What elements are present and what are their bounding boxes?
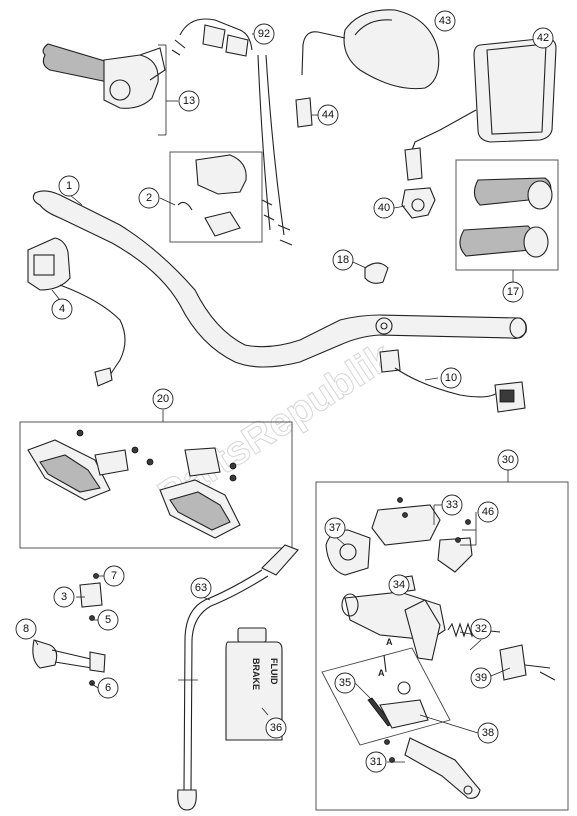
svg-text:17: 17 bbox=[507, 286, 519, 298]
callout-30: 30 bbox=[497, 449, 519, 471]
svg-text:3: 3 bbox=[61, 591, 67, 603]
throttle-grip-assembly bbox=[42, 43, 178, 136]
svg-text:6: 6 bbox=[105, 682, 111, 694]
callout-8: 8 bbox=[15, 618, 37, 640]
svg-text:20: 20 bbox=[157, 393, 169, 405]
callout-63: 63 bbox=[190, 577, 212, 599]
callout-35: 35 bbox=[334, 672, 356, 694]
svg-text:13: 13 bbox=[183, 95, 195, 107]
leader-lines bbox=[34, 504, 511, 763]
svg-text:8: 8 bbox=[23, 623, 29, 635]
adjuster-parts bbox=[79, 573, 103, 621]
callout-17: 17 bbox=[502, 281, 524, 303]
bottle-label-line1: BRAKE bbox=[251, 658, 261, 690]
svg-text:5: 5 bbox=[105, 614, 111, 626]
svg-text:30: 30 bbox=[502, 454, 514, 466]
detail-marker-a2: A bbox=[378, 668, 385, 678]
callout-3: 3 bbox=[53, 586, 75, 608]
svg-text:43: 43 bbox=[439, 15, 451, 27]
svg-text:35: 35 bbox=[339, 677, 351, 689]
svg-text:2: 2 bbox=[146, 192, 152, 204]
callout-20: 20 bbox=[152, 388, 174, 410]
svg-text:18: 18 bbox=[337, 254, 349, 266]
callout-18: 18 bbox=[332, 249, 354, 271]
svg-text:46: 46 bbox=[482, 506, 494, 518]
callout-43: 43 bbox=[434, 10, 456, 32]
callout-31: 31 bbox=[365, 751, 387, 773]
svg-text:63: 63 bbox=[195, 582, 207, 594]
callout-36: 36 bbox=[265, 717, 287, 739]
svg-text:32: 32 bbox=[475, 623, 487, 635]
svg-text:44: 44 bbox=[322, 109, 334, 121]
callout-10: 10 bbox=[440, 367, 462, 389]
callout-4: 4 bbox=[51, 298, 73, 320]
detail-marker-a: A bbox=[386, 637, 393, 647]
callout-33: 33 bbox=[441, 494, 463, 516]
callout-5: 5 bbox=[97, 609, 119, 631]
svg-text:33: 33 bbox=[446, 499, 458, 511]
mirror-left bbox=[295, 9, 440, 128]
cable-guide-part bbox=[159, 151, 263, 243]
svg-text:38: 38 bbox=[482, 727, 494, 739]
callout-40: 40 bbox=[373, 197, 395, 219]
svg-text:7: 7 bbox=[111, 570, 117, 582]
left-switch bbox=[27, 237, 126, 387]
clip bbox=[352, 261, 389, 284]
callout-34: 34 bbox=[388, 574, 410, 596]
svg-text:92: 92 bbox=[258, 28, 270, 40]
callout-32: 32 bbox=[470, 618, 492, 640]
brake-fluid-bottle: BRAKE FLUID bbox=[225, 627, 283, 741]
throttle-cables bbox=[171, 18, 293, 246]
svg-text:42: 42 bbox=[537, 32, 549, 44]
svg-text:36: 36 bbox=[270, 722, 282, 734]
callout-1: 1 bbox=[58, 175, 80, 197]
mirror-right bbox=[404, 37, 557, 181]
callout-37: 37 bbox=[324, 517, 346, 539]
callout-13: 13 bbox=[178, 90, 200, 112]
svg-text:10: 10 bbox=[445, 372, 457, 384]
hose-fitting bbox=[32, 639, 106, 686]
svg-text:37: 37 bbox=[329, 522, 341, 534]
mirror-clamp bbox=[393, 187, 436, 219]
hand-grips bbox=[455, 159, 559, 282]
handlebar bbox=[32, 190, 527, 368]
callout-42: 42 bbox=[532, 27, 554, 49]
callout-39: 39 bbox=[470, 667, 492, 689]
callout-7: 7 bbox=[103, 565, 125, 587]
callout-92: 92 bbox=[253, 23, 275, 45]
brake-hose bbox=[177, 544, 299, 811]
svg-text:31: 31 bbox=[370, 756, 382, 768]
svg-text:40: 40 bbox=[378, 202, 390, 214]
callout-labels: 92 43 42 13 44 1 2 40 18 17 4 10 20 30 3… bbox=[15, 10, 554, 773]
svg-text:34: 34 bbox=[393, 579, 405, 591]
bottle-label-line2: FLUID bbox=[269, 658, 279, 685]
wiring-harness bbox=[379, 349, 526, 413]
callout-44: 44 bbox=[317, 104, 339, 126]
callout-46: 46 bbox=[477, 501, 499, 523]
callout-6: 6 bbox=[97, 677, 119, 699]
svg-text:4: 4 bbox=[59, 303, 65, 315]
brake-master-cylinder-assembly: A A bbox=[315, 470, 569, 811]
svg-text:1: 1 bbox=[66, 180, 72, 192]
svg-text:39: 39 bbox=[475, 672, 487, 684]
hand-guard-set bbox=[19, 410, 293, 549]
callout-2: 2 bbox=[138, 187, 160, 209]
callout-38: 38 bbox=[477, 722, 499, 744]
